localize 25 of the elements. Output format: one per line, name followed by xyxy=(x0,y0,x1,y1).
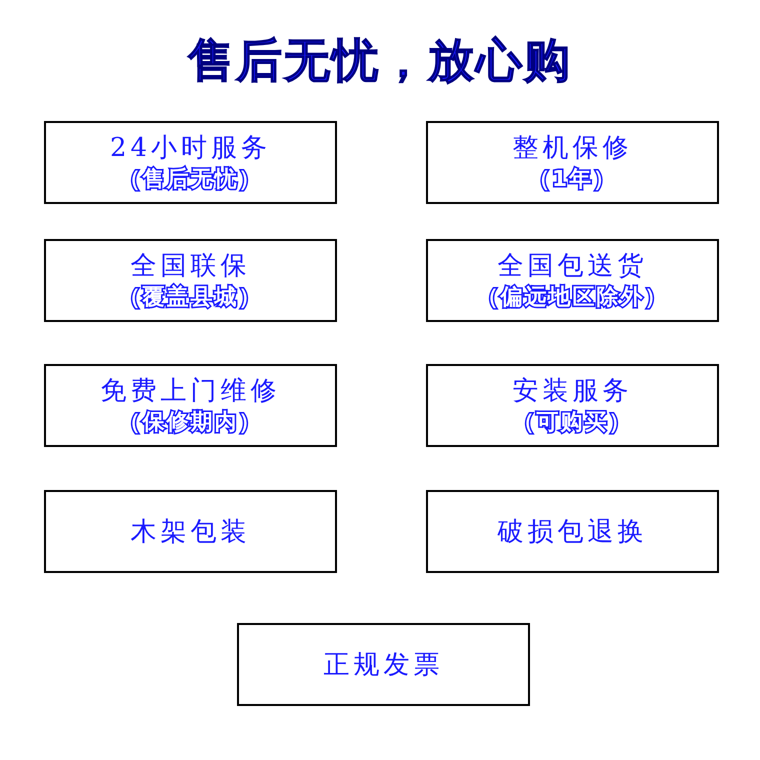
service-box xyxy=(44,239,337,322)
service-name: 全国包送货 xyxy=(498,250,648,280)
service-name: 全国联保 xyxy=(130,250,250,280)
service-note: （覆盖县城） xyxy=(118,284,262,310)
service-box xyxy=(44,364,337,447)
service-note: （售后无忧） xyxy=(118,166,262,192)
service-note: （可购买） xyxy=(512,410,632,436)
service-name: 安装服务 xyxy=(512,376,632,406)
service-name: 免费上门维修 xyxy=(100,376,280,406)
service-name: 木架包装 xyxy=(130,516,250,546)
service-name: 破损包退换 xyxy=(498,516,648,546)
service-box xyxy=(237,623,530,706)
service-name: 24小时服务 xyxy=(110,132,272,162)
service-note: （1年） xyxy=(528,166,618,192)
service-box xyxy=(426,239,719,322)
service-note: （偏远地区除外） xyxy=(476,284,668,310)
service-box xyxy=(44,121,337,204)
title: 售后无忧，放心购 xyxy=(188,32,572,89)
service-box xyxy=(426,490,719,573)
service-name: 整机保修 xyxy=(512,132,632,162)
service-box xyxy=(426,121,719,204)
service-name: 正规发票 xyxy=(324,650,444,680)
service-box xyxy=(44,490,337,573)
service-box xyxy=(426,364,719,447)
service-note: （保修期内） xyxy=(118,410,262,436)
